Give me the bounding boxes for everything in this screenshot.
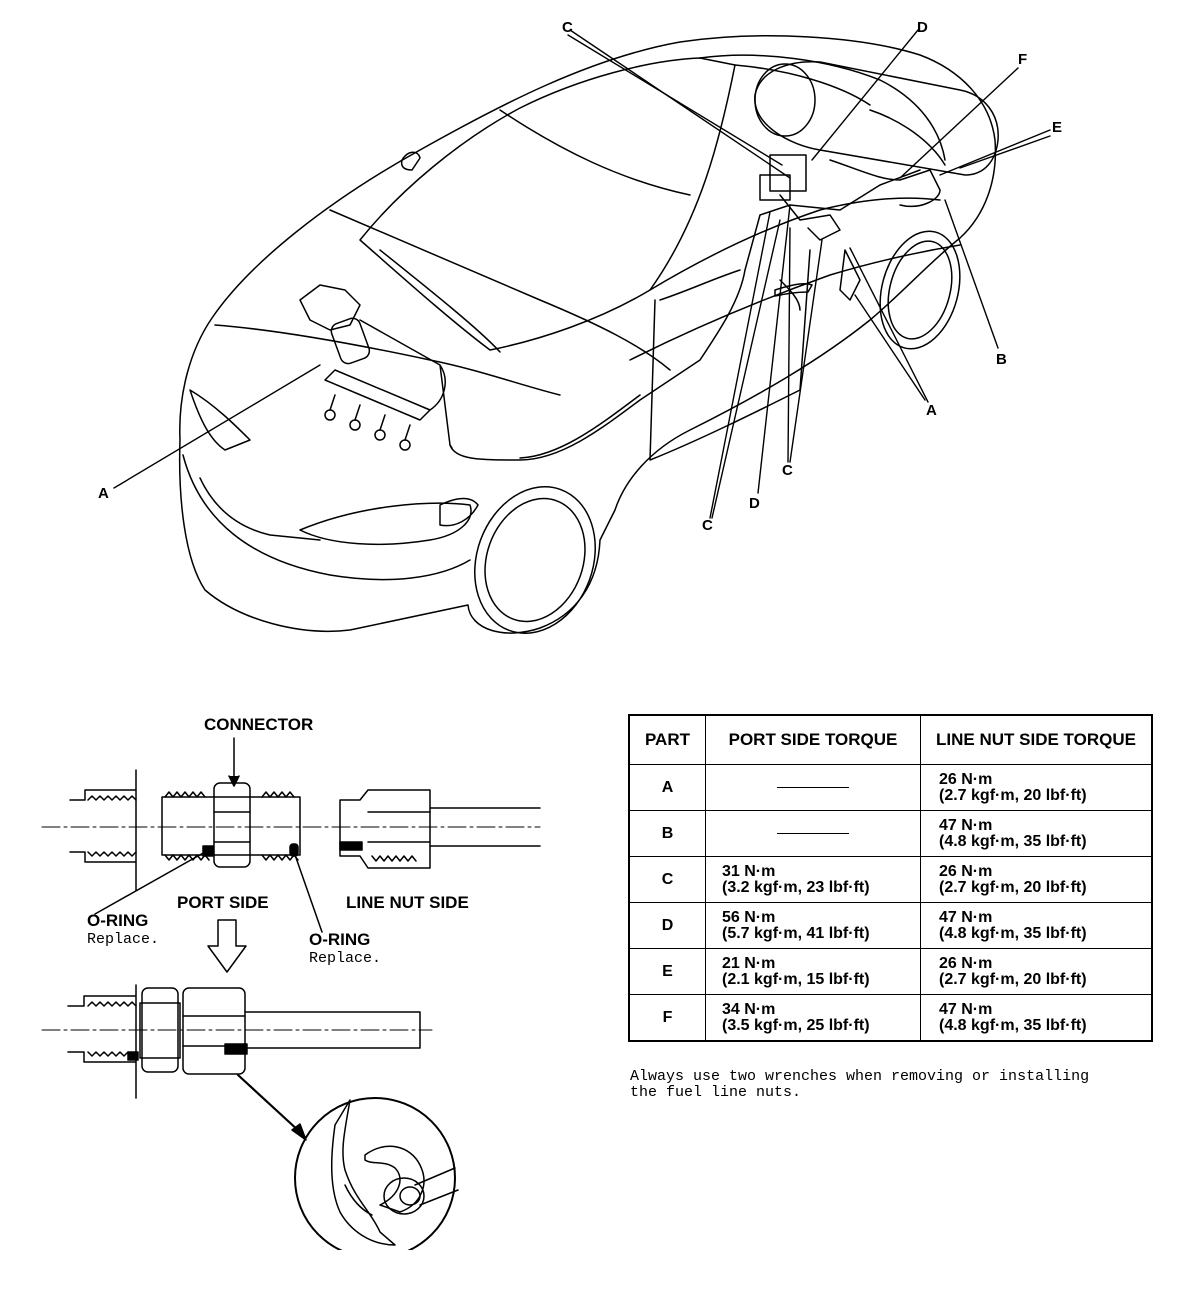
torque-table: PART PORT SIDE TORQUE LINE NUT SIDE TORQ… [628, 714, 1153, 1042]
table-row: A 26 N·m(2.7 kgf·m, 20 lbf·ft) [628, 764, 1153, 811]
assembly-arrow [207, 919, 247, 973]
torque-nm: 47 N·m [939, 1000, 993, 1018]
cell-line-torque: 47 N·m(4.8 kgf·m, 35 lbf·ft) [920, 994, 1153, 1042]
fuel-line-run [359, 169, 921, 461]
footnote-line-1: Always use two wrenches when removing or… [630, 1068, 1090, 1085]
connector-detail-diagram: CONNECTOR PORT SIDE LINE NUT SIDE O-RING… [41, 715, 541, 1250]
cell-port-torque: 34 N·m(3.5 kgf·m, 25 lbf·ft) [705, 994, 921, 1042]
callout-c-low: C [702, 517, 713, 534]
torque-spec-table: PART PORT SIDE TORQUE LINE NUT SIDE TORQ… [628, 714, 1153, 1042]
cell-part: F [628, 994, 706, 1042]
torque-conversion: (3.2 kgf·m, 23 lbf·ft) [722, 878, 870, 896]
torque-nm: 26 N·m [939, 954, 993, 972]
callout-a-right: A [926, 402, 937, 419]
vehicle-fuel-line-diagram: C D F E B A C D C A [98, 19, 1062, 634]
cell-part: E [628, 948, 706, 995]
oring-port [202, 845, 214, 857]
oring-left-title: O-RING [87, 911, 148, 930]
wrench-detail-circle [294, 1097, 456, 1250]
torque-conversion: (5.7 kgf·m, 41 lbf·ft) [722, 924, 870, 942]
torque-nm: 21 N·m [722, 954, 776, 972]
pressure-regulator [299, 284, 361, 331]
callout-d-top: D [917, 19, 928, 36]
cell-port-torque: 21 N·m(2.1 kgf·m, 15 lbf·ft) [705, 948, 921, 995]
torque-conversion: (3.5 kgf·m, 25 lbf·ft) [722, 1016, 870, 1034]
callout-e-right: E [1052, 119, 1062, 136]
torque-conversion: (4.8 kgf·m, 35 lbf·ft) [939, 924, 1087, 942]
torque-conversion: (4.8 kgf·m, 35 lbf·ft) [939, 1016, 1087, 1034]
callout-c-mid: C [782, 462, 793, 479]
table-row: C 31 N·m(3.2 kgf·m, 23 lbf·ft) 26 N·m(2.… [628, 856, 1153, 903]
port-housing [69, 769, 137, 891]
car-body-outline [178, 35, 997, 634]
torque-nm: 26 N·m [939, 862, 993, 880]
assembled-fitting [139, 1002, 181, 1059]
torque-nm: 26 N·m [939, 770, 993, 788]
table-row: F 34 N·m(3.5 kgf·m, 25 lbf·ft) 47 N·m(4.… [628, 994, 1153, 1042]
torque-conversion: (2.7 kgf·m, 20 lbf·ft) [939, 970, 1087, 988]
torque-nm: 34 N·m [722, 1000, 776, 1018]
connector-fitting [161, 796, 301, 856]
callout-f-top: F [1018, 51, 1027, 68]
cell-port-torque: 31 N·m(3.2 kgf·m, 23 lbf·ft) [705, 856, 921, 903]
regulator-body [330, 317, 371, 365]
front-door [649, 249, 811, 461]
cell-line-torque: 26 N·m(2.7 kgf·m, 20 lbf·ft) [920, 856, 1153, 903]
fuel-rail [324, 369, 431, 421]
oring-right-title: O-RING [309, 930, 370, 949]
cell-line-torque: 26 N·m(2.7 kgf·m, 20 lbf·ft) [920, 948, 1153, 995]
torque-conversion: (4.8 kgf·m, 35 lbf·ft) [939, 832, 1087, 850]
torque-conversion: (2.1 kgf·m, 15 lbf·ft) [722, 970, 870, 988]
callout-d-low: D [749, 495, 760, 512]
cell-port-not-applicable [705, 764, 921, 811]
footnote-line-2: the fuel line nuts. [630, 1084, 802, 1101]
line-nut [339, 789, 431, 869]
cell-part: B [628, 810, 706, 857]
line-nut-side-label: LINE NUT SIDE [346, 893, 469, 912]
torque-nm: 31 N·m [722, 862, 776, 880]
cell-line-torque: 47 N·m(4.8 kgf·m, 35 lbf·ft) [920, 902, 1153, 949]
cell-part: D [628, 902, 706, 949]
table-row: E 21 N·m(2.1 kgf·m, 15 lbf·ft) 26 N·m(2.… [628, 948, 1153, 995]
cell-line-torque: 26 N·m(2.7 kgf·m, 20 lbf·ft) [920, 764, 1153, 811]
callout-b-right: B [996, 351, 1007, 368]
cell-part: C [628, 856, 706, 903]
oring-right-note: Replace. [309, 950, 381, 967]
torque-nm: 47 N·m [939, 908, 993, 926]
fuel-joint-block [769, 154, 807, 192]
wrench-lower [364, 1145, 425, 1213]
port-side-label: PORT SIDE [177, 893, 269, 912]
header-line-nut-side-torque: LINE NUT SIDE TORQUE [920, 714, 1153, 765]
torque-conversion: (2.7 kgf·m, 20 lbf·ft) [939, 878, 1087, 896]
front-grille [299, 502, 472, 546]
cell-part: A [628, 764, 706, 811]
wrench-upper [330, 1099, 396, 1246]
table-row: B 47 N·m(4.8 kgf·m, 35 lbf·ft) [628, 810, 1153, 857]
cng-fuel-tank [754, 61, 999, 176]
front-wheel [474, 486, 596, 634]
torque-nm: 56 N·m [722, 908, 776, 926]
torque-nm: 47 N·m [939, 816, 993, 834]
cell-port-torque: 56 N·m(5.7 kgf·m, 41 lbf·ft) [705, 902, 921, 949]
oring-line [289, 843, 299, 857]
windshield [359, 57, 736, 351]
callout-c-top: C [562, 19, 573, 36]
oring-left-note: Replace. [87, 931, 159, 948]
callout-leaders [113, 29, 1051, 519]
header-port-side-torque: PORT SIDE TORQUE [705, 714, 921, 765]
headlight-left [189, 389, 251, 451]
side-mirror [400, 151, 421, 171]
rear-wheel [879, 230, 961, 350]
table-row: D 56 N·m(5.7 kgf·m, 41 lbf·ft) 47 N·m(4.… [628, 902, 1153, 949]
header-part: PART [628, 714, 706, 765]
wrench-footnote: Always use two wrenches when removing or… [630, 1069, 1150, 1101]
table-header-row: PART PORT SIDE TORQUE LINE NUT SIDE TORQ… [628, 714, 1153, 765]
cell-line-torque: 47 N·m(4.8 kgf·m, 35 lbf·ft) [920, 810, 1153, 857]
torque-conversion: (2.7 kgf·m, 20 lbf·ft) [939, 786, 1087, 804]
connector-label: CONNECTOR [204, 715, 313, 734]
callout-a-left: A [98, 485, 109, 502]
cell-port-not-applicable [705, 810, 921, 857]
